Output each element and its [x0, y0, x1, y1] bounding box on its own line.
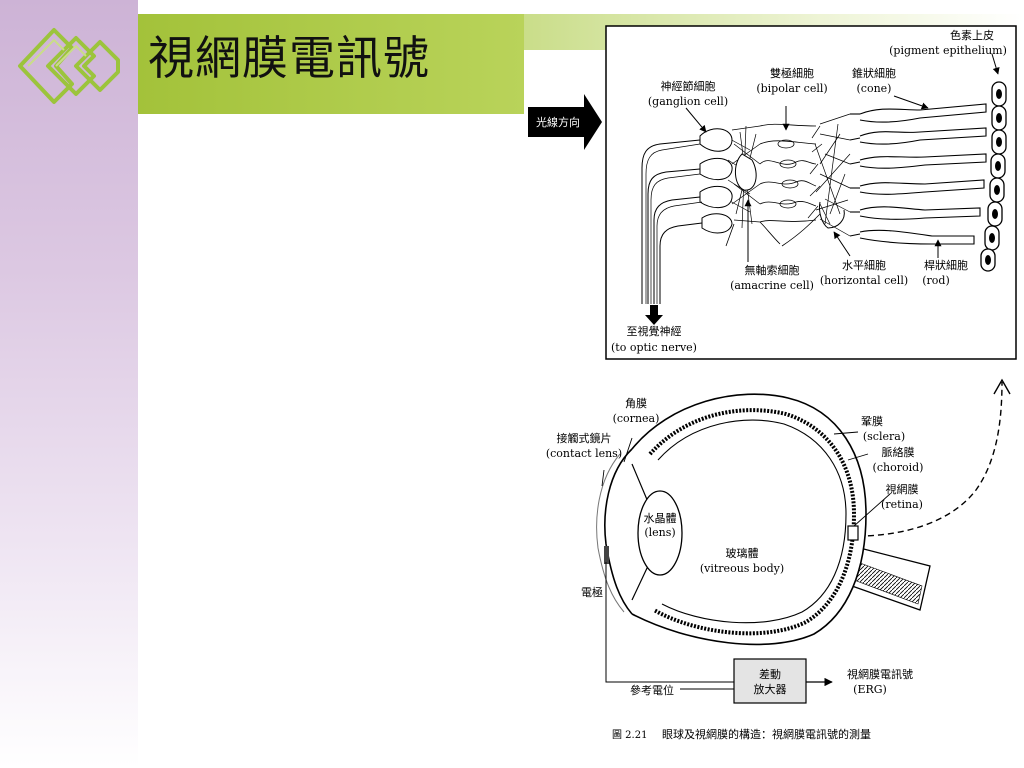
chevron-logo-icon — [18, 28, 120, 104]
electrode-pad — [604, 546, 609, 564]
differential-amplifier-box — [733, 658, 807, 704]
choroid-en: (choroid) — [873, 461, 924, 474]
retina-panel-frame — [605, 25, 1017, 360]
title-bar — [138, 14, 524, 114]
retina-layer — [657, 419, 847, 624]
horizontal-cell-body — [819, 201, 845, 229]
ganglion-en: (ganglion cell) — [648, 95, 728, 108]
bipolar-en: (bipolar cell) — [756, 82, 827, 95]
amacrine-en: (amacrine cell) — [730, 279, 814, 292]
horizontal-zh: 水平細胞 — [842, 259, 886, 272]
slide-title: 視網膜電訊號 — [148, 31, 430, 85]
retina-zh: 視網膜 — [886, 482, 919, 496]
eyeball-diagram: 角膜 (cornea) 接觸式鏡片 (contact lens) 水晶體 (le… — [546, 393, 931, 704]
choroid-layer — [648, 408, 857, 636]
electrode-label: 電極 — [581, 585, 603, 599]
vitreous-zh: 玻璃體 — [726, 546, 759, 560]
contact-lens-zh: 接觸式鏡片 — [557, 431, 612, 445]
cone-en: (cone) — [857, 82, 892, 95]
bipolar-zh: 雙極細胞 — [770, 66, 814, 80]
reference-label: 參考電位 — [630, 683, 674, 697]
light-direction-arrow — [528, 94, 602, 150]
retina-panel: 光線方向 — [528, 25, 1017, 360]
contact-lens-en: (contact lens) — [546, 447, 622, 460]
light-direction-label: 光線方向 — [536, 115, 580, 129]
amplifier-line1: 差動 — [759, 667, 781, 681]
photoreceptors — [849, 103, 987, 245]
ganglion-zh: 神經節細胞 — [661, 79, 716, 93]
sclera-zh: 鞏膜 — [861, 415, 883, 428]
sclera-outline — [631, 393, 867, 646]
choroid-zh: 脈絡膜 — [882, 445, 915, 459]
figure-caption-number: 圖 2.21 — [612, 729, 647, 741]
electrode-wire — [605, 564, 734, 683]
horizontal-en: (horizontal cell) — [820, 274, 908, 287]
cornea-zh: 角膜 — [625, 397, 647, 410]
figure-caption-text: 眼球及視網膜的構造：視網膜電訊號的測量 — [662, 727, 871, 741]
erg-en: (ERG) — [853, 683, 887, 696]
eye-retina-figure: 光線方向 — [528, 25, 1017, 741]
retina-en: (retina) — [881, 498, 923, 511]
iris — [631, 463, 649, 601]
optic-nerve-en: (to optic nerve) — [611, 341, 697, 354]
optic-nerve-arrow — [645, 305, 663, 325]
cornea — [604, 448, 633, 615]
retina-sample-box — [847, 525, 859, 541]
zoom-connector-arrowhead — [993, 378, 1011, 395]
sidebar-gradient — [0, 0, 138, 768]
zoom-connector-dashed — [857, 381, 1003, 537]
amacrine-zh: 無軸索細胞 — [745, 263, 800, 277]
eye-label-pointers — [601, 431, 891, 579]
optic-nerve-zh: 至視覺神經 — [627, 324, 682, 338]
vitreous-en: (vitreous body) — [700, 562, 784, 575]
optic-nerve-axons — [641, 139, 703, 304]
outer-synapse-layer — [807, 113, 851, 237]
lens-en: (lens) — [644, 526, 675, 539]
pigment-epithelium-zh: 色素上皮 — [950, 28, 994, 42]
pigment-epithelium-en: (pigment epithelium) — [889, 44, 1007, 57]
retina-label-pointers — [685, 53, 1000, 262]
cornea-en: (cornea) — [613, 412, 660, 425]
ganglion-cells — [699, 128, 733, 234]
amplifier-line2: 放大器 — [754, 682, 787, 696]
erg-zh: 視網膜電訊號 — [847, 667, 913, 681]
cone-zh: 錐狀細胞 — [852, 66, 896, 80]
lens-zh: 水晶體 — [644, 512, 677, 525]
amacrine-cell-body — [735, 153, 757, 191]
rod-en: (rod) — [922, 274, 950, 287]
sclera-en: (sclera) — [863, 430, 905, 443]
contact-lens — [596, 453, 625, 613]
lens-shape — [637, 490, 683, 576]
rod-zh: 桿狀細胞 — [924, 258, 968, 272]
